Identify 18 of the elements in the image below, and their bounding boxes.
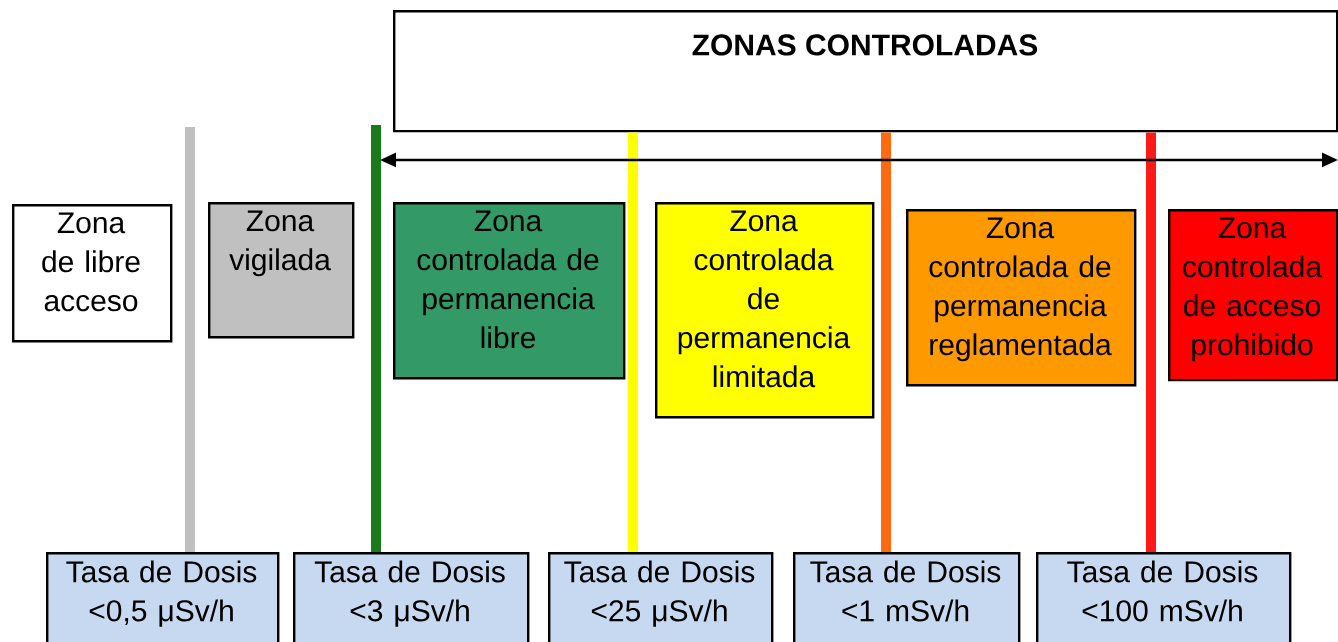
threshold-line	[371, 125, 381, 552]
dose-rate-box: Tasa de Dosis <0,5 μSv/h	[46, 552, 280, 642]
threshold-line	[881, 132, 891, 552]
dose-rate-box: Tasa de Dosis <1 mSv/h	[793, 552, 1021, 642]
dose-rate-box: Tasa de Dosis <3 μSv/h	[293, 552, 530, 642]
heading: ZONAS CONTROLADAS	[692, 34, 1038, 56]
zone-box: Zona vigilada	[208, 202, 355, 339]
threshold-line	[628, 132, 638, 552]
zone-box: Zona controlada de permanencia reglamentada	[906, 209, 1137, 387]
dose-rate-box: Tasa de Dosis <100 mSv/h	[1036, 552, 1292, 642]
threshold-line	[1146, 132, 1156, 552]
dose-rate-box: Tasa de Dosis <25 μSv/h	[548, 552, 774, 642]
threshold-line	[185, 127, 195, 552]
zone-box: Zona controlada de acceso prohibido	[1168, 209, 1338, 382]
zone-box: Zona de libre acceso	[12, 204, 173, 343]
zone-box: Zona controlada de permanencia libre	[393, 202, 626, 380]
zone-box: Zona controlada de permanencia limitada	[655, 202, 875, 419]
heading-box	[393, 10, 1338, 133]
